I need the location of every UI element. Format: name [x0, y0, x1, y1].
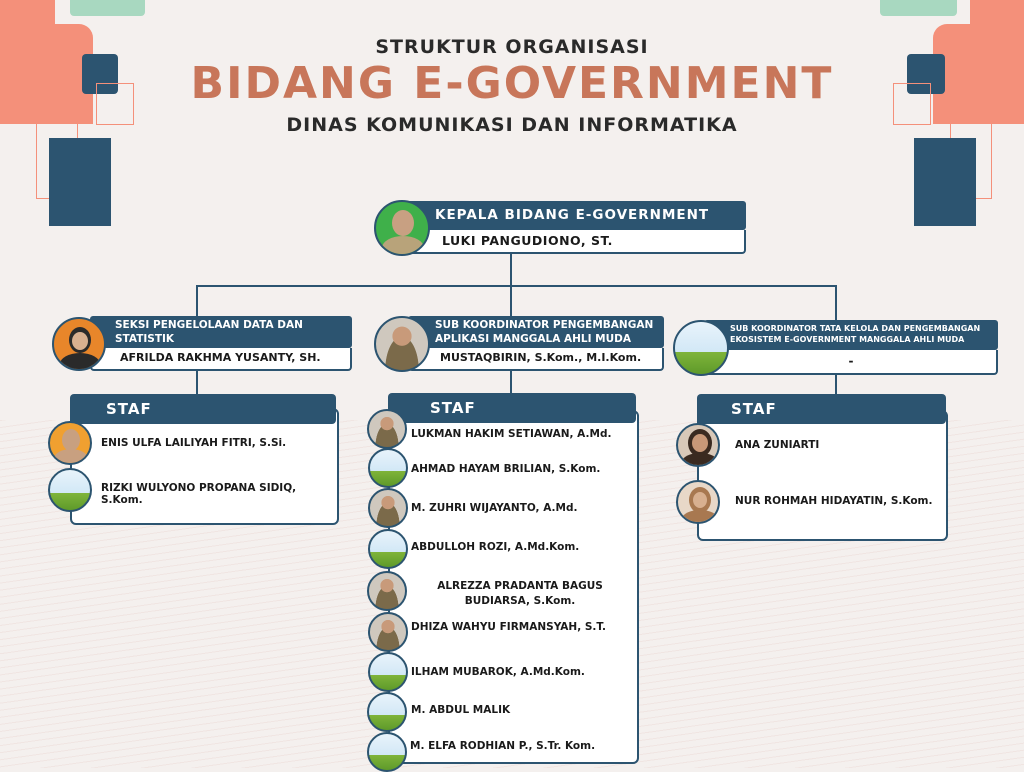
section-avatar-apps — [374, 316, 430, 372]
header-subtitle-top: STRUKTUR ORGANISASI — [0, 36, 1024, 58]
staff-name: AHMAD HAYAM BRILIAN, S.Kom. — [411, 463, 631, 475]
staff-avatar — [48, 468, 92, 512]
decor-mint-block-right — [880, 0, 957, 16]
section-avatar-ecosystem — [673, 320, 729, 376]
head-name: LUKI PANGUDIONO, ST. — [405, 230, 746, 254]
connector-horizontal — [196, 285, 837, 287]
staff-name: M. ABDUL MALIK — [411, 704, 631, 716]
section-name-ecosystem: - — [704, 350, 998, 375]
staff-box-ecosystem — [697, 410, 948, 541]
staff-avatar — [367, 409, 407, 449]
staff-avatar — [367, 692, 407, 732]
staff-name: M. ZUHRI WIJAYANTO, A.Md. — [411, 502, 631, 514]
staff-name: RIZKI WULYONO PROPANA SIDIQ, S.Kom. — [101, 482, 331, 506]
staff-avatar — [367, 571, 407, 611]
decor-navy-rect-left — [49, 138, 111, 226]
head-avatar — [374, 200, 430, 256]
section-title-ecosystem: SUB KOORDINATOR TATA KELOLA DAN PENGEMBA… — [704, 320, 998, 350]
staff-name: ILHAM MUBAROK, A.Md.Kom. — [411, 666, 631, 678]
staff-avatar — [676, 423, 720, 467]
connector-head-down — [510, 254, 512, 286]
staff-name: ANA ZUNIARTI — [735, 439, 935, 451]
staff-name: NUR ROHMAH HIDAYATIN, S.Kom. — [735, 495, 940, 507]
page-title: BIDANG E-GOVERNMENT — [0, 58, 1024, 109]
staff-box-data — [70, 408, 339, 525]
staff-name: ENIS ULFA LAILIYAH FITRI, S.Si. — [101, 437, 326, 449]
staff-avatar — [367, 732, 407, 772]
staff-avatar — [368, 529, 408, 569]
connector-left-down — [196, 285, 198, 317]
staff-header-data: STAF — [70, 394, 336, 424]
connector-right-down — [835, 285, 837, 321]
connector-mid-staff — [510, 370, 512, 394]
staff-avatar — [48, 421, 92, 465]
section-name-apps: MUSTAQBIRIN, S.Kom., M.I.Kom. — [408, 348, 664, 371]
staff-avatar — [368, 448, 408, 488]
connector-right-staff — [835, 375, 837, 395]
staff-avatar — [368, 488, 408, 528]
head-title: KEPALA BIDANG E-GOVERNMENT — [405, 201, 746, 230]
section-name-data: AFRILDA RAKHMA YUSANTY, SH. — [90, 348, 352, 371]
decor-mint-block-left — [70, 0, 145, 16]
section-title-apps: SUB KOORDINATOR PENGEMBANGAN APLIKASI MA… — [408, 316, 664, 348]
staff-name: LUKMAN HAKIM SETIAWAN, A.Md. — [411, 428, 631, 440]
staff-name: ABDULLOH ROZI, A.Md.Kom. — [411, 541, 631, 553]
staff-header-apps: STAF — [388, 393, 636, 423]
staff-name: ALREZZA PRADANTA BAGUS BUDIARSA, S.Kom. — [410, 579, 630, 609]
staff-name: M. ELFA RODHIAN P., S.Tr. Kom. — [410, 740, 630, 752]
decor-navy-rect-right — [914, 138, 976, 226]
header-subtitle-bottom: DINAS KOMUNIKASI DAN INFORMATIKA — [0, 114, 1024, 136]
staff-avatar — [368, 612, 408, 652]
connector-left-staff — [196, 370, 198, 396]
staff-avatar — [368, 652, 408, 692]
connector-mid-down — [510, 285, 512, 317]
staff-header-ecosystem: STAF — [697, 394, 946, 424]
section-avatar-data — [52, 317, 106, 371]
staff-avatar — [676, 480, 720, 524]
section-title-data: SEKSI PENGELOLAAN DATA DAN STATISTIK — [90, 316, 352, 348]
staff-name: DHIZA WAHYU FIRMANSYAH, S.T. — [411, 621, 631, 633]
